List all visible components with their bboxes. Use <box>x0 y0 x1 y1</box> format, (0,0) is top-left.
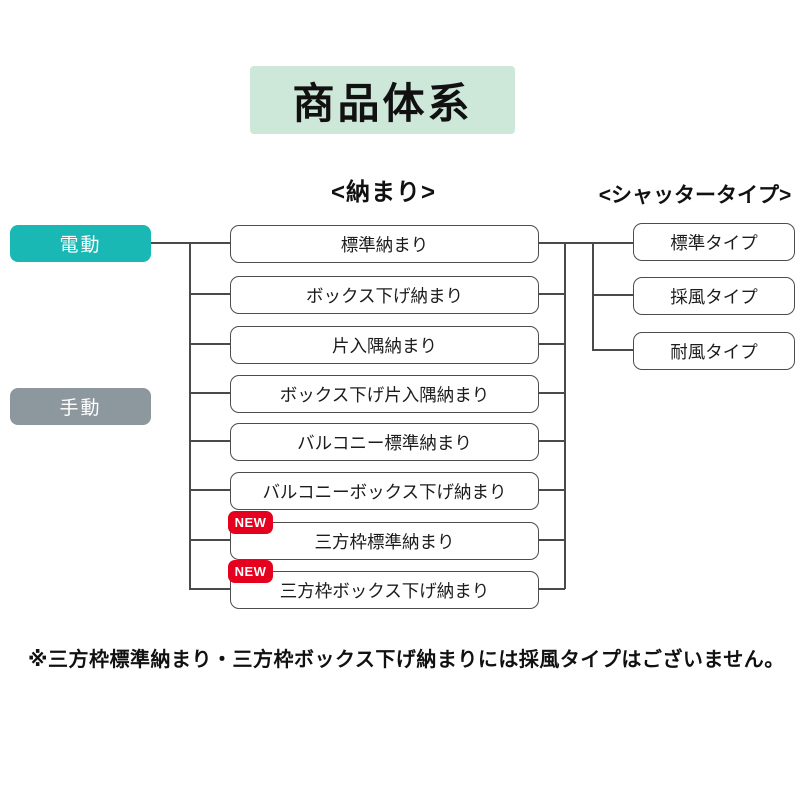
new-badge: NEW <box>228 560 273 583</box>
connector-right-branch-8 <box>537 588 565 590</box>
connector-type-branch-2 <box>592 294 633 296</box>
node-drive-manual: 手動 <box>10 388 151 425</box>
connector-left-branch-6 <box>189 489 230 491</box>
connector-type-trunk <box>592 242 594 351</box>
node-shutter-type-standard: 標準タイプ <box>633 223 795 261</box>
column-header-nakamari: <納まり> <box>330 179 437 206</box>
connector-left-branch-4 <box>189 392 230 394</box>
node-nakamari-single-corner: 片入隅納まり <box>230 326 539 364</box>
connector-left-branch-5 <box>189 440 230 442</box>
connector-right-branch-2 <box>537 293 565 295</box>
column-header-shutter-type: <シャッタータイプ> <box>598 184 792 207</box>
connector-right-branch-5 <box>537 440 565 442</box>
connector-left-branch-8 <box>189 588 230 590</box>
connector-right-trunk <box>564 242 566 589</box>
node-shutter-type-wind-resistant: 耐風タイプ <box>633 332 795 370</box>
connector-right-branch-3 <box>537 343 565 345</box>
page-title: 商品体系 <box>250 66 515 134</box>
connector-left-branch-7 <box>189 539 230 541</box>
node-nakamari-standard: 標準納まり <box>230 225 539 263</box>
connector-type-branch-3 <box>592 349 633 351</box>
connector-right-branch-7 <box>537 539 565 541</box>
node-nakamari-balcony-box-lowered: バルコニーボックス下げ納まり <box>230 472 539 510</box>
new-badge: NEW <box>228 511 273 534</box>
node-nakamari-box-lowered-single-corner: ボックス下げ片入隅納まり <box>230 375 539 413</box>
connector-left-trunk <box>189 242 191 589</box>
footnote: ※三方枠標準納まり・三方枠ボックス下げ納まりには採風タイプはございません。 <box>28 649 785 671</box>
connector-right-branch-4 <box>537 392 565 394</box>
node-nakamari-balcony-standard: バルコニー標準納まり <box>230 423 539 461</box>
node-drive-electric: 電動 <box>10 225 151 262</box>
node-nakamari-three-side-frame-box-lowered: 三方枠ボックス下げ納まり <box>230 571 539 609</box>
node-nakamari-three-side-frame-standard: 三方枠標準納まり <box>230 522 539 560</box>
connector-right-branch-6 <box>537 489 565 491</box>
node-shutter-type-ventilation: 採風タイプ <box>633 277 795 315</box>
node-nakamari-box-lowered: ボックス下げ納まり <box>230 276 539 314</box>
connector-node1-to-type1 <box>537 242 633 244</box>
connector-left-branch-3 <box>189 343 230 345</box>
connector-left-branch-2 <box>189 293 230 295</box>
